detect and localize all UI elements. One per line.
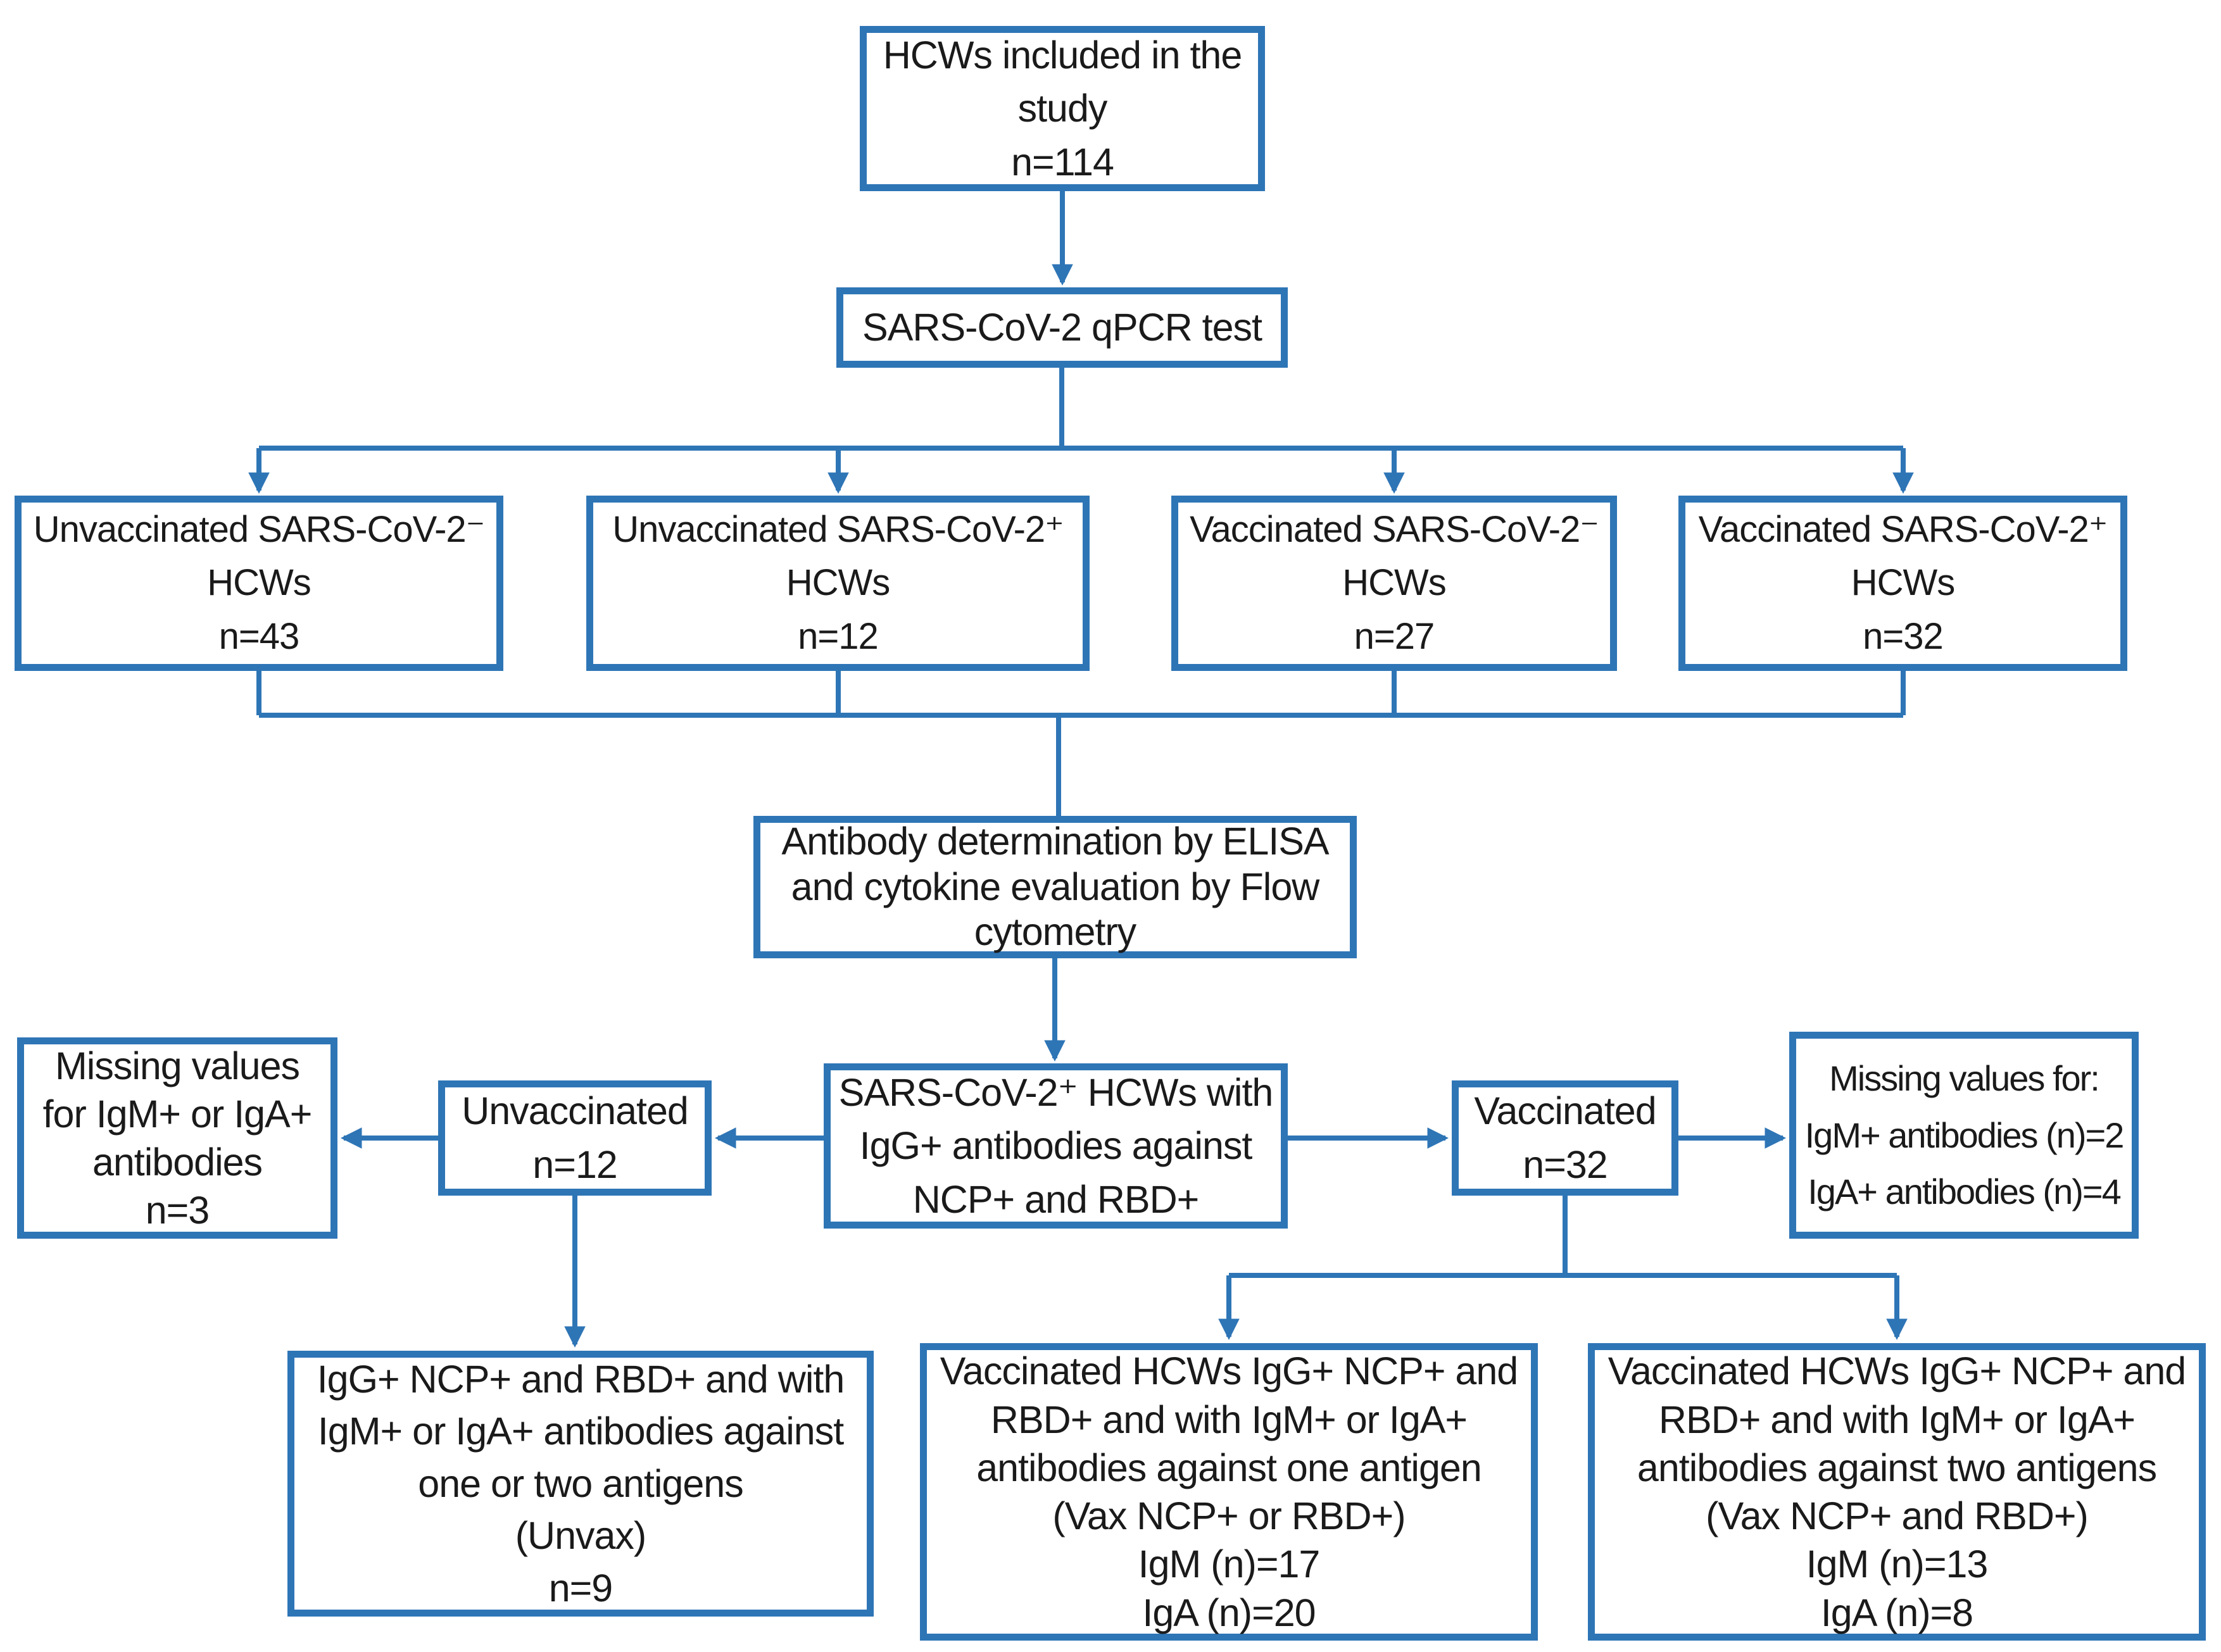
box-vax-one-antigen: Vaccinated HCWs IgG+ NCP+ and RBD+ and w… [920, 1343, 1538, 1641]
box-hcws-included: HCWs included in the study n=114 [860, 26, 1265, 191]
box-qpcr-test: SARS-CoV-2 qPCR test [836, 287, 1288, 368]
box-igg-positive-central: SARS-CoV-2⁺ HCWs with IgG+ antibodies ag… [824, 1063, 1288, 1229]
box-unvaccinated-positive: Unvaccinated SARS-CoV-2⁺ HCWs n=12 [586, 496, 1090, 671]
box-vaccinated-negative: Vaccinated SARS-CoV-2⁻ HCWs n=27 [1171, 496, 1617, 671]
box-antibody-determination: Antibody determination by ELISA and cyto… [753, 816, 1357, 958]
box-missing-values-vaccinated: Missing values for: IgM+ antibodies (n)=… [1789, 1032, 2139, 1239]
box-vaccinated-positive: Vaccinated SARS-CoV-2⁺ HCWs n=32 [1678, 496, 2127, 671]
box-unvaccinated-negative: Unvaccinated SARS-CoV-2⁻ HCWs n=43 [15, 496, 503, 671]
box-vaccinated-n32: Vaccinated n=32 [1452, 1080, 1678, 1196]
box-unvaccinated-n12: Unvaccinated n=12 [438, 1080, 712, 1196]
box-missing-values-unvaccinated: Missing values for IgM+ or IgA+ antibodi… [17, 1037, 337, 1239]
box-vax-two-antigens: Vaccinated HCWs IgG+ NCP+ and RBD+ and w… [1588, 1343, 2206, 1641]
box-unvax-result: IgG+ NCP+ and RBD+ and with IgM+ or IgA+… [287, 1351, 874, 1617]
